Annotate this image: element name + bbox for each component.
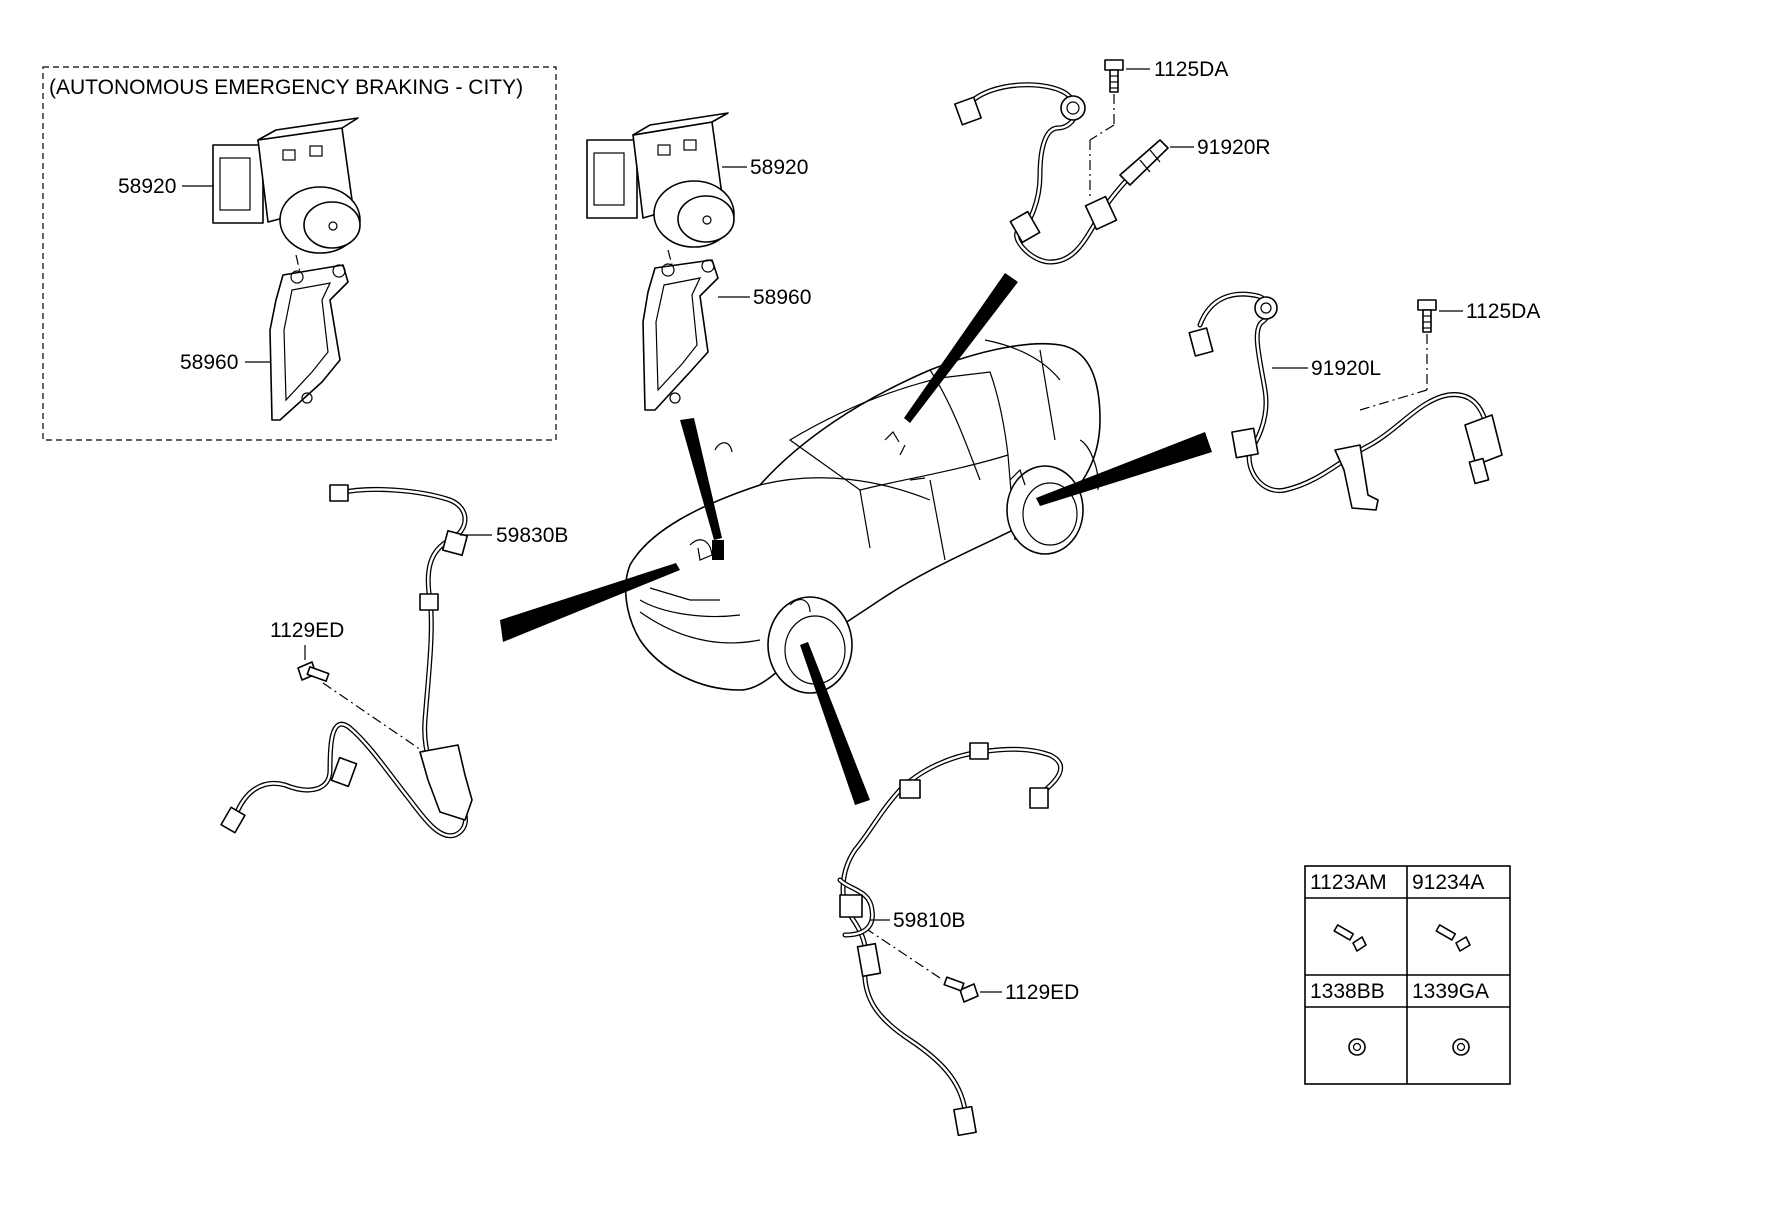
callout-58920-aeb: 58920 xyxy=(118,175,176,198)
callout-1129ed-front-right: 1129ED xyxy=(1005,981,1079,1004)
callout-91920r: 91920R xyxy=(1197,136,1271,159)
callout-58960-std: 58960 xyxy=(753,286,811,309)
fastener-table: 1123AM 91234A 1338BB 1339GA xyxy=(1304,865,1511,1085)
bolt-front-left-icon[interactable] xyxy=(297,661,330,682)
callout-1125da-rear-left: 1125DA xyxy=(1466,300,1540,323)
callout-58920-std: 58920 xyxy=(750,156,808,179)
bracket-std[interactable] xyxy=(642,259,719,411)
sensor-rear-left[interactable] xyxy=(1188,291,1503,511)
callout-91920l: 91920L xyxy=(1311,357,1381,380)
callout-1125da-rear-right: 1125DA xyxy=(1154,58,1228,81)
bolt-front-right-icon[interactable] xyxy=(943,976,979,1003)
car-outline xyxy=(624,339,1101,694)
bracket-aeb[interactable] xyxy=(269,264,349,421)
table-header-91234a: 91234A xyxy=(1412,871,1484,894)
hecu-unit-std[interactable] xyxy=(586,112,735,266)
sensor-front-right[interactable] xyxy=(837,742,1064,1137)
aeb-group-box: (AUTONOMOUS EMERGENCY BRAKING - CITY) 58… xyxy=(42,66,557,441)
callout-59830b: 59830B xyxy=(496,524,568,547)
table-header-1339ga: 1339GA xyxy=(1412,980,1489,1003)
nut-icon xyxy=(1348,1038,1366,1056)
leader-wedges xyxy=(500,273,1212,805)
hecu-unit-aeb[interactable] xyxy=(212,117,361,273)
callout-1129ed-front-left: 1129ED xyxy=(270,619,344,642)
bolt-icon xyxy=(1435,924,1471,952)
bolt-icon xyxy=(1333,924,1367,952)
table-header-1338bb: 1338BB xyxy=(1310,980,1385,1003)
nut-icon xyxy=(1452,1038,1470,1056)
table-header-1123am: 1123AM xyxy=(1310,871,1387,894)
sensor-rear-right[interactable] xyxy=(954,82,1169,265)
bolt-rear-left-icon[interactable] xyxy=(1417,299,1437,333)
callout-59810b: 59810B xyxy=(893,909,965,932)
sensor-front-left[interactable] xyxy=(220,484,473,839)
callout-58960-aeb: 58960 xyxy=(180,351,238,374)
aeb-group-title: (AUTONOMOUS EMERGENCY BRAKING - CITY) xyxy=(49,76,523,99)
bolt-rear-right-icon[interactable] xyxy=(1104,59,1124,93)
